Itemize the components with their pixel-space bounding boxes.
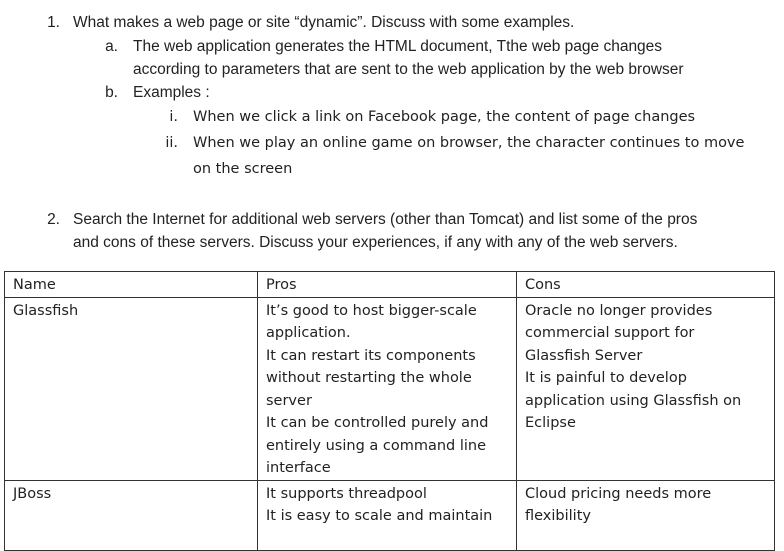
pros-line: It’s good to host bigger-scale — [266, 302, 477, 319]
server-name: Glassfish — [4, 296, 258, 481]
cons-line: application using Glassfish on — [525, 392, 742, 409]
q1-a-line-1: The web application generates the HTML d… — [133, 38, 663, 55]
header-pros: Pros — [257, 271, 517, 298]
cons-line: It is painful to develop — [525, 370, 687, 386]
q1-a-line-2: according to parameters that are sent to… — [133, 61, 684, 78]
cons-cell: Cloud pricing needs more flexibility — [516, 479, 775, 551]
table-row: Glassfish It’s good to host bigger-scale… — [4, 296, 775, 481]
header-name: Name — [4, 271, 258, 298]
table-row: JBoss It supports threadpool It is easy … — [4, 479, 775, 551]
example-1-line-1: When we click a link on Facebook page, t… — [193, 109, 696, 125]
pros-line: It supports threadpool — [266, 485, 427, 502]
example-1-marker: i. — [169, 109, 178, 125]
pros-line: application. — [266, 325, 351, 341]
pros-line: interface — [266, 460, 331, 476]
pros-line: It can restart its components — [266, 347, 476, 364]
cons-line: Oracle no longer provides — [525, 302, 713, 319]
pros-line: entirely using a command line — [266, 437, 487, 454]
pros-cell: It’s good to host bigger-scale applicati… — [257, 296, 517, 481]
example-2-marker: ii. — [165, 135, 178, 151]
cons-line: Glassfish Server — [525, 347, 643, 364]
cons-line: Cloud pricing needs more — [525, 485, 712, 502]
pros-line: server — [266, 392, 312, 409]
pros-line: It can be controlled purely and — [266, 415, 489, 431]
servers-table: Name Pros Cons Glassfish It’s good to ho… — [4, 271, 775, 551]
q1-number: 1. — [47, 14, 60, 31]
server-name-text: Glassfish — [13, 302, 79, 319]
q1-b-text: Examples : — [133, 84, 210, 101]
cons-line: Eclipse — [525, 415, 576, 431]
cons-line: flexibility — [525, 508, 591, 524]
server-name-text: JBoss — [13, 485, 52, 502]
q1-a-marker: a. — [105, 38, 118, 55]
cons-cell: Oracle no longer provides commercial sup… — [516, 296, 775, 481]
q2-line-1: Search the Internet for additional web s… — [73, 211, 698, 228]
pros-cell: It supports threadpool It is easy to sca… — [257, 479, 517, 551]
example-2-line-2: on the screen — [193, 161, 293, 177]
pros-line: It is easy to scale and maintain — [266, 508, 493, 524]
table-header-row: Name Pros Cons — [4, 271, 775, 298]
pros-line: without restarting the whole — [266, 370, 472, 386]
q2-number: 2. — [47, 211, 60, 228]
q1-b-marker: b. — [105, 84, 118, 101]
cons-line: commercial support for — [525, 325, 695, 341]
server-name: JBoss — [4, 479, 258, 551]
q1-text: What makes a web page or site “dynamic”.… — [73, 14, 575, 31]
q2-line-2: and cons of these servers. Discuss your … — [73, 234, 678, 251]
header-cons: Cons — [516, 271, 775, 298]
example-2-line-1: When we play an online game on browser, … — [193, 135, 745, 151]
